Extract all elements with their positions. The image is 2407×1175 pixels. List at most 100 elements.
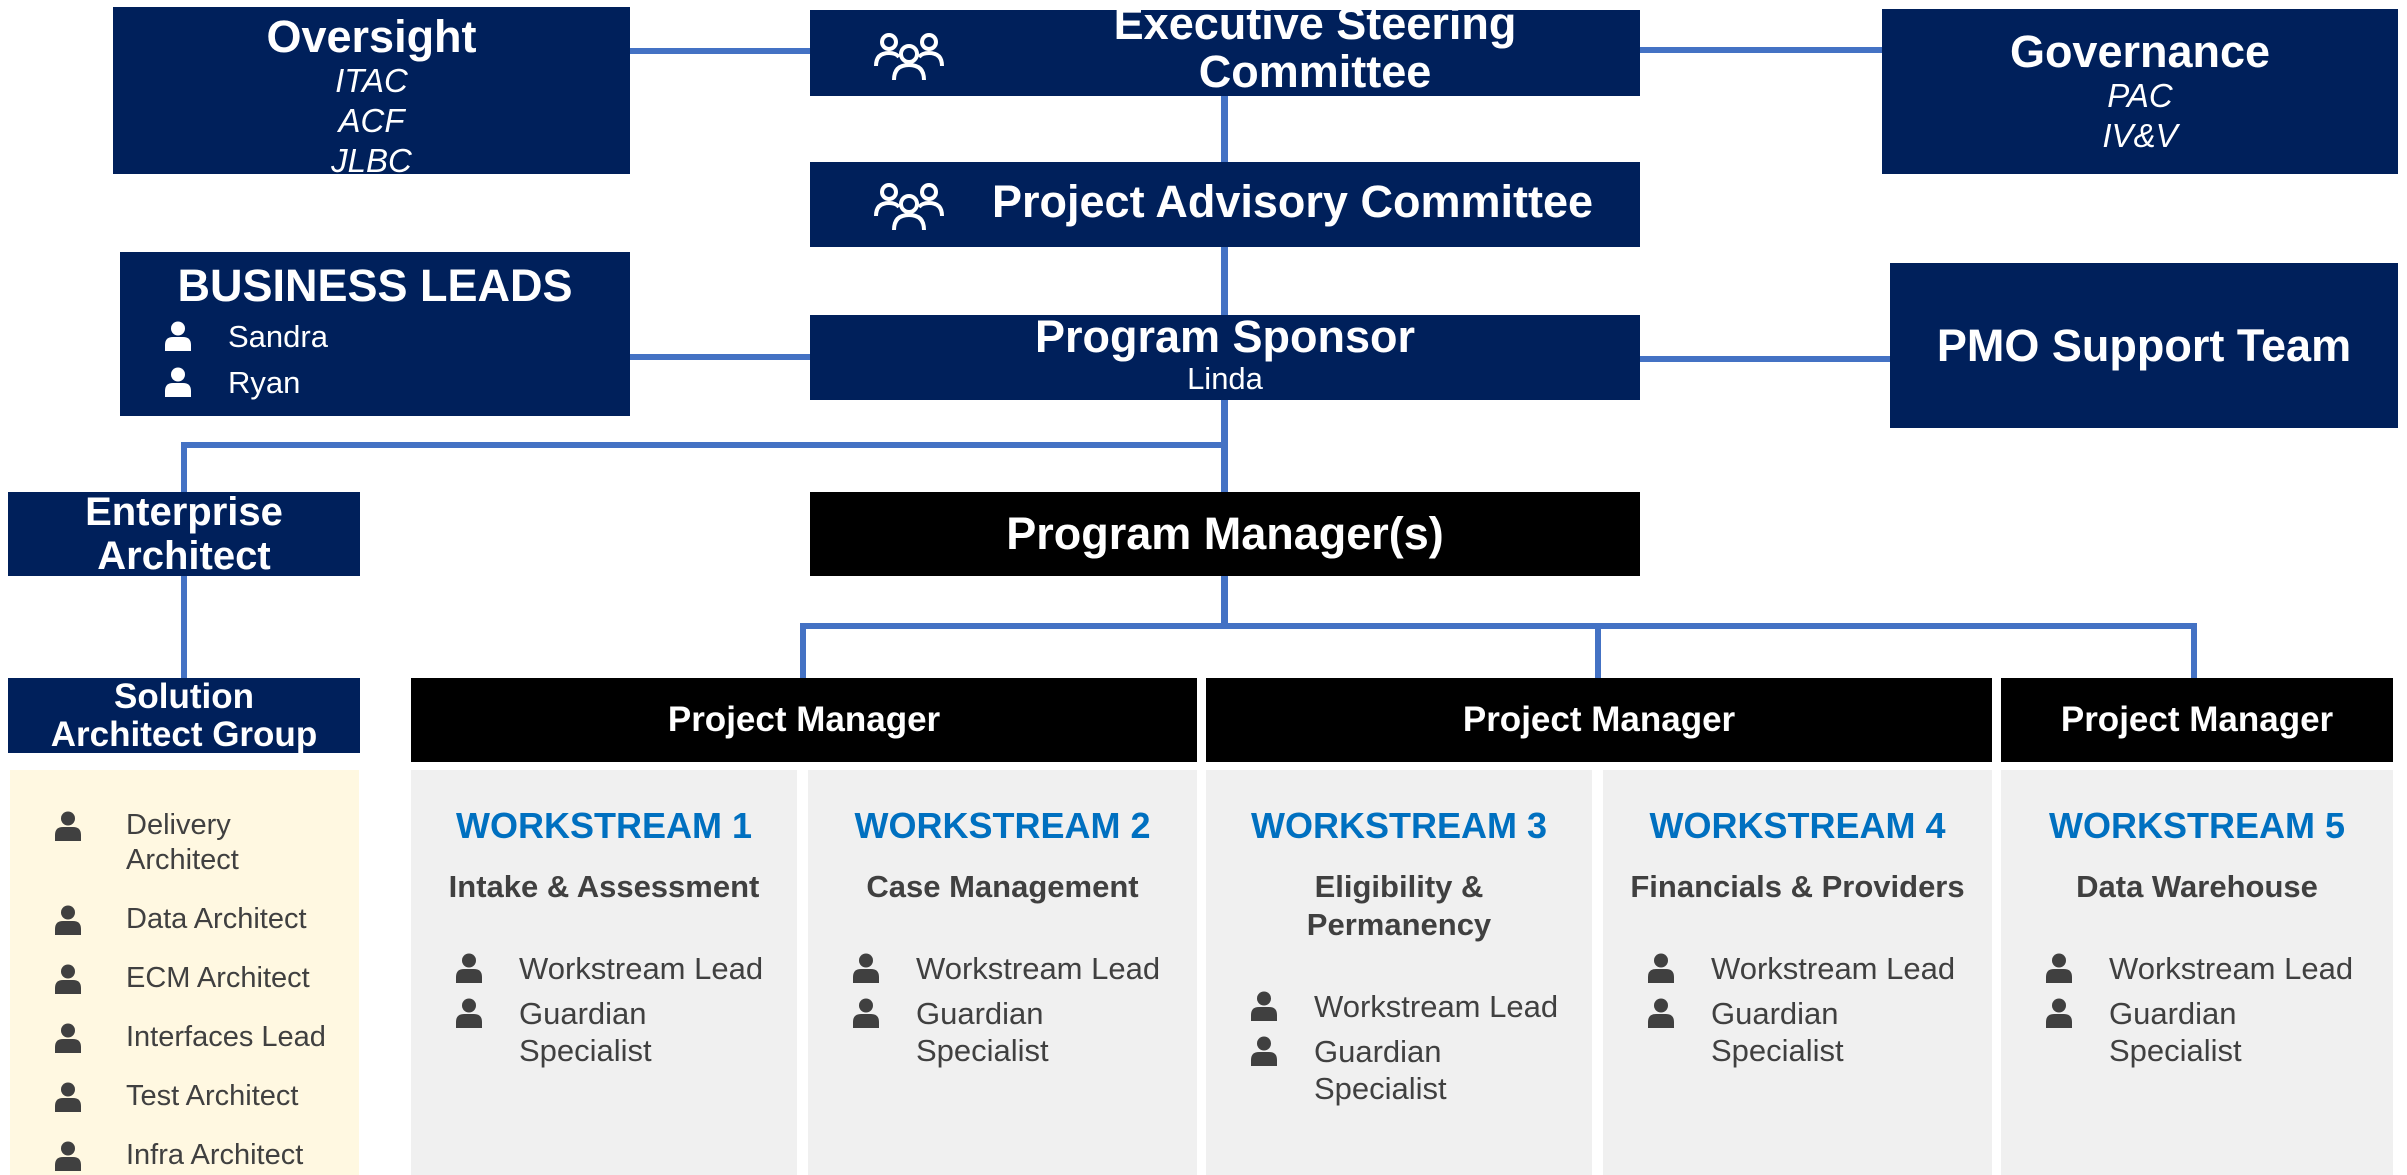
workstream-lead-label: Workstream Lead: [519, 951, 764, 986]
architect-interfaces: Interfaces Lead: [54, 1020, 359, 1055]
workstream-2-panel: WORKSTREAM 2 Case Management Workstream …: [808, 770, 1197, 1175]
workstream-5-panel: WORKSTREAM 5 Data Warehouse Workstream L…: [2001, 770, 2393, 1175]
executive-title-line1: Executive Steering: [1113, 0, 1517, 49]
governance-item-ivv: IV&V: [2102, 116, 2178, 154]
person-icon: [1647, 953, 1675, 983]
enterprise-architect-line2: Architect: [97, 534, 271, 578]
person-icon: [1250, 991, 1278, 1021]
pmo-title: PMO Support Team: [1936, 319, 2352, 371]
workstream-lead: Workstream Lead: [455, 950, 797, 987]
solution-group-line1: Solution: [114, 676, 254, 716]
project-manager-1-box: Project Manager: [411, 678, 1197, 762]
person-icon: [455, 953, 483, 983]
workstream-name: Case Management: [866, 869, 1139, 904]
workstream-name: Eligibility & Permanency: [1206, 868, 1592, 944]
person-icon: [852, 953, 880, 983]
architect-label: Architect: [126, 844, 239, 876]
business-lead-sandra: Sandra: [164, 318, 328, 355]
person-icon: [2045, 998, 2073, 1028]
governance-title: Governance: [2009, 25, 2271, 77]
workstream-lead-label: Workstream Lead: [2109, 951, 2354, 986]
connector-oversight-executive: [630, 48, 810, 54]
connector-pm-horizontal: [800, 623, 2197, 629]
person-icon: [164, 321, 192, 351]
connector-architect-vertical: [181, 442, 187, 492]
business-lead-name: Sandra: [228, 319, 328, 354]
architect-infra: Infra Architect: [54, 1138, 359, 1173]
connector-pm-down: [1221, 576, 1228, 628]
program-managers-box: Program Manager(s): [810, 492, 1640, 576]
workstream-name: Data Warehouse: [2076, 869, 2318, 904]
workstream-title: WORKSTREAM 3: [1251, 805, 1547, 846]
person-icon: [852, 998, 880, 1028]
architect-label: ECM Architect: [126, 962, 310, 994]
connector-pm3: [2191, 623, 2197, 678]
workstream-title: WORKSTREAM 2: [854, 805, 1151, 846]
workstream-title: WORKSTREAM 4: [1649, 805, 1946, 846]
executive-title-line2: Committee: [1198, 46, 1432, 97]
workstream-name: Financials & Providers: [1630, 869, 1965, 904]
project-manager-3-title: Project Manager: [2060, 700, 2334, 739]
connector-pac-sponsor: [1221, 247, 1228, 315]
business-lead-name: Ryan: [228, 365, 301, 400]
workstream-lead: Workstream Lead: [852, 950, 1197, 987]
executive-steering-box: Executive Steering Committee: [810, 0, 1640, 97]
workstream-lead: Workstream Lead: [2045, 950, 2393, 987]
workstream-4-panel: WORKSTREAM 4 Financials & Providers Work…: [1603, 770, 1992, 1175]
specialist-label: Specialist: [519, 1033, 652, 1068]
person-icon: [1647, 998, 1675, 1028]
specialist-label: Specialist: [1314, 1071, 1447, 1106]
workstream-title: WORKSTREAM 5: [2049, 805, 2345, 846]
enterprise-architect-line1: Enterprise: [85, 490, 283, 534]
enterprise-architect-box: Enterprise Architect: [8, 490, 360, 578]
oversight-item-jlbc: JLBC: [331, 142, 412, 179]
specialist-label: Guardian: [1314, 1034, 1442, 1069]
solution-group-line2: Architect Group: [50, 714, 318, 754]
architect-label: Delivery: [126, 809, 231, 841]
workstream-1-panel: WORKSTREAM 1 Intake & Assessment Workstr…: [411, 770, 797, 1175]
connector-executive-pac: [1221, 96, 1228, 162]
person-icon: [54, 1082, 82, 1112]
program-sponsor-box: Program Sponsor Linda: [810, 310, 1640, 400]
specialist-label: Guardian: [1711, 996, 1839, 1031]
pmo-support-team-box: PMO Support Team: [1890, 263, 2398, 428]
project-manager-1-title: Project Manager: [667, 700, 941, 739]
solution-architect-list: Delivery Architect Data Architect ECM Ar…: [10, 770, 359, 1175]
program-managers-title: Program Manager(s): [1006, 508, 1444, 559]
architect-label: Interfaces Lead: [126, 1021, 326, 1053]
connector-executive-governance: [1640, 47, 1882, 53]
person-icon: [54, 811, 82, 841]
governance-item-pac: PAC: [2107, 76, 2173, 114]
person-icon: [1250, 1036, 1278, 1066]
oversight-title: Oversight: [266, 11, 477, 62]
workstream-name-line1: Eligibility &: [1314, 869, 1484, 904]
workstream-title: WORKSTREAM 1: [456, 805, 752, 846]
workstream-lead: Workstream Lead: [1647, 950, 1992, 987]
architect-data: Data Architect: [54, 902, 359, 937]
person-icon: [54, 905, 82, 935]
connector-architect-group: [181, 576, 187, 678]
person-icon: [455, 998, 483, 1028]
specialist-label: Specialist: [916, 1033, 1049, 1068]
connector-pm1: [800, 623, 806, 678]
architect-test: Test Architect: [54, 1079, 359, 1114]
connector-pm2: [1595, 623, 1601, 678]
person-icon: [54, 964, 82, 994]
sponsor-title: Program Sponsor: [1034, 310, 1416, 362]
architect-label: Infra Architect: [126, 1139, 304, 1171]
governance-box: Governance PAC IV&V: [1882, 9, 2398, 174]
connector-horizontal-architect: [181, 442, 1228, 448]
oversight-box: Oversight ITAC ACF JLBC: [113, 7, 630, 179]
architect-label: Test Architect: [126, 1080, 299, 1112]
specialist-label: Specialist: [2109, 1033, 2242, 1068]
solution-architect-group-box: Solution Architect Group: [8, 676, 360, 754]
connector-leads-sponsor: [630, 354, 810, 360]
specialist-label: Guardian: [2109, 996, 2237, 1031]
project-manager-2-box: Project Manager: [1206, 678, 1992, 762]
workstream-lead-label: Workstream Lead: [1711, 951, 1956, 986]
